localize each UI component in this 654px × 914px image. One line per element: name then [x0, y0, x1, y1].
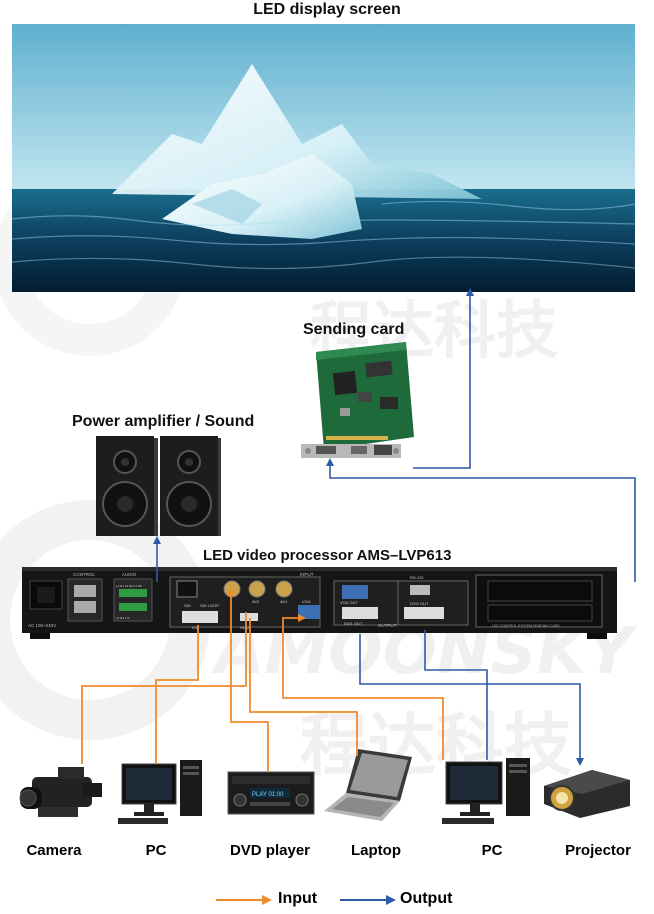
label-pc-1: PC	[145, 842, 167, 859]
sending-card	[296, 342, 416, 464]
output-line-sending-card	[329, 462, 636, 582]
vga-out-label: VGA OUT	[340, 600, 358, 605]
legend-input-label: Input	[278, 890, 318, 907]
legend-output-line	[340, 895, 396, 905]
av1-label: AV1	[280, 599, 288, 604]
output-label: OUTPUT	[378, 623, 397, 628]
rs232-label: RS-232	[410, 575, 424, 580]
av2-label: AV2	[252, 599, 260, 604]
amplifier-title: Power amplifier / Sound	[72, 413, 255, 430]
output-line-projector	[359, 634, 581, 762]
speaker-left	[96, 436, 158, 536]
input-label: INPUT	[300, 572, 314, 577]
dvi-out2-label: DVI2 OUT	[410, 601, 429, 606]
sending-card-title: Sending card	[303, 321, 405, 338]
input-line-pc1	[155, 625, 199, 764]
control-label: CONTROL	[73, 572, 95, 577]
legend-output-label: Output	[400, 890, 453, 907]
dvd-player: PLAY 01:00	[226, 770, 316, 818]
output-line-pc2	[424, 630, 488, 760]
audio-label: AUDIO	[122, 572, 137, 577]
audio-ports-bottom: L4 R4 L R	[116, 616, 130, 620]
speaker-right	[160, 436, 221, 536]
processor-title: LED video processor AMS–LVP613	[203, 547, 452, 564]
audio-ports-top: L1 R1 L2 R2 L3 R3	[116, 584, 142, 588]
power-rating: AC 100~240V	[28, 623, 56, 628]
sending-card-bay-label: LED CONTROL SYSTEM SENDING CARD	[492, 624, 560, 628]
label-pc-2: PC	[481, 842, 503, 859]
label-dvd-player: DVD player	[229, 842, 311, 859]
label-camera: Camera	[26, 842, 82, 859]
speakers	[96, 436, 221, 538]
hdmi-label: HDMI	[240, 625, 250, 630]
dvi-label: DVI	[192, 625, 199, 630]
pc-2	[440, 756, 534, 828]
vga-label: VGA	[302, 599, 311, 604]
legend-input-line	[216, 895, 272, 905]
projector	[540, 764, 632, 822]
camera	[18, 763, 106, 823]
led-video-processor: AC 100~240V CONTROL AUDIO L1 R1 L2 R2 L3…	[22, 567, 617, 641]
sdi-label: SDI	[184, 603, 191, 608]
sdi-loop-label: SDI LOOP	[200, 603, 219, 608]
laptop	[320, 745, 416, 825]
dvd-display-text: PLAY 01:00	[252, 792, 284, 798]
led-display-screen	[12, 24, 635, 292]
label-laptop: Laptop	[351, 842, 401, 859]
label-projector: Projector	[565, 842, 631, 859]
screen-title: LED display screen	[253, 1, 401, 18]
output-line-screen	[413, 292, 471, 469]
pc-1	[116, 758, 206, 828]
dvi-out1-label: DVI1 OUT	[344, 621, 363, 626]
